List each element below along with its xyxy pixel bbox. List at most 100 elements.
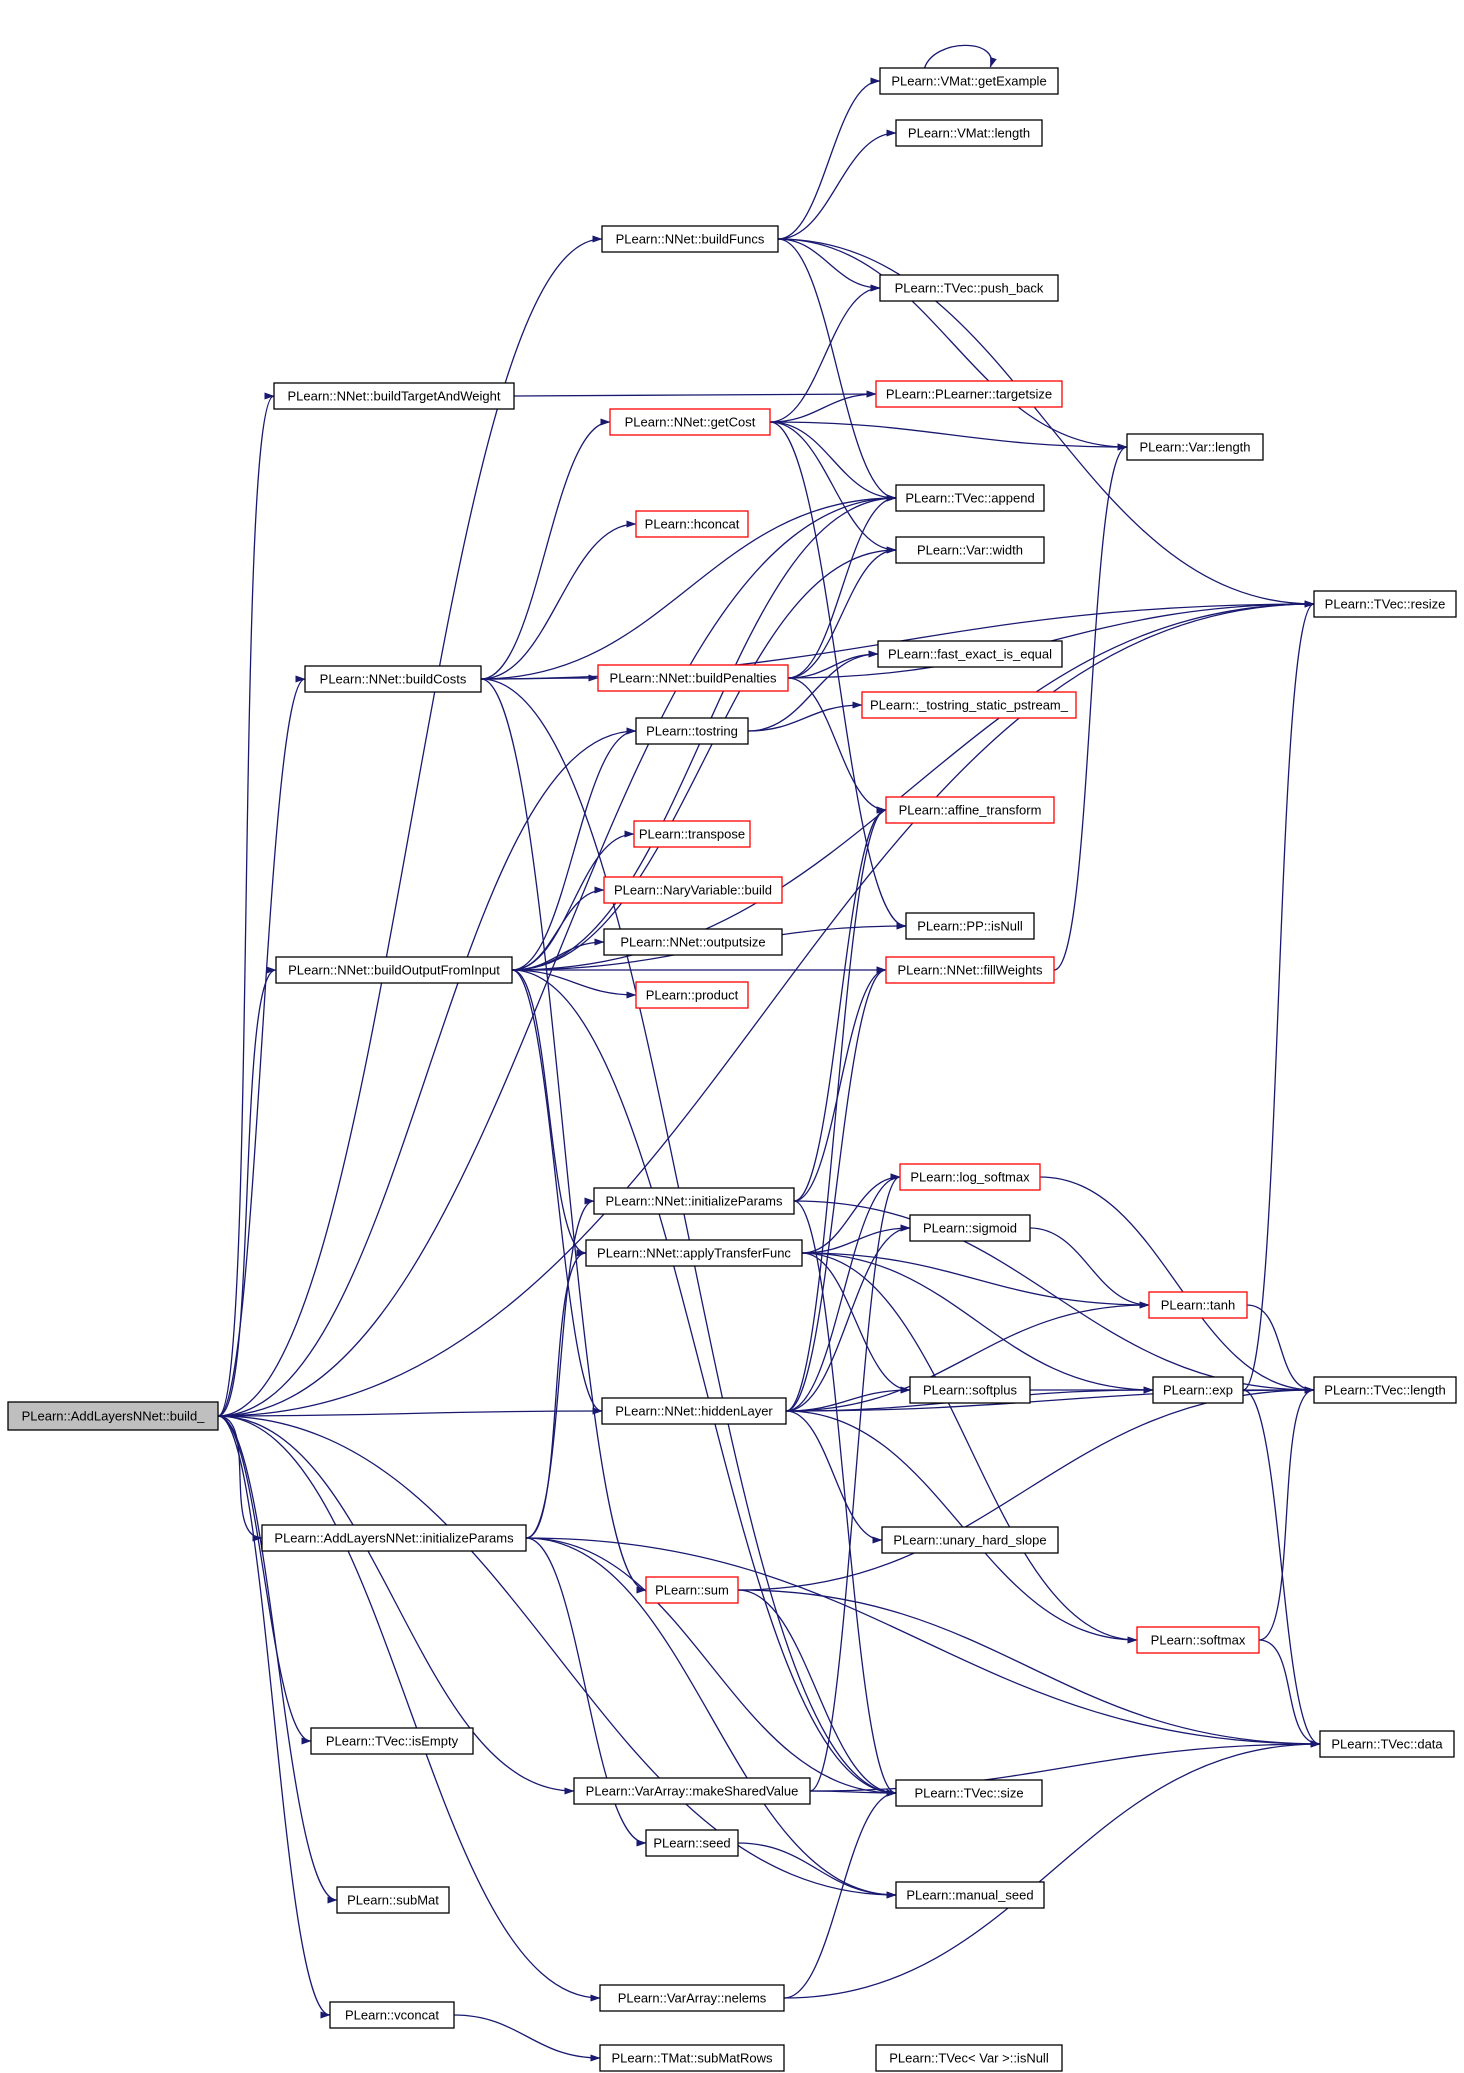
node-outputsize[interactable]: PLearn::NNet::outputsize [603,928,783,956]
node-softplus[interactable]: PLearn::softplus [909,1376,1031,1404]
node-box[interactable] [1136,1626,1260,1654]
node-sum[interactable]: PLearn::sum [645,1576,739,1604]
node-tostringStatic[interactable]: PLearn::_tostring_static_pstream_ [861,691,1077,719]
node-resize[interactable]: PLearn::TVec::resize [1313,590,1457,618]
node-box[interactable] [635,717,749,745]
node-nelems[interactable]: PLearn::VarArray::nelems [599,1984,785,2012]
node-box[interactable] [645,1829,739,1857]
node-tvecData[interactable]: PLearn::TVec::data [1319,1730,1455,1758]
node-sigmoid[interactable]: PLearn::sigmoid [909,1214,1031,1242]
node-logSoftmax[interactable]: PLearn::log_softmax [899,1163,1041,1191]
node-fillWeights[interactable]: PLearn::NNet::fillWeights [885,956,1055,984]
node-targetsize[interactable]: PLearn::PLearner::targetsize [875,380,1063,408]
node-box[interactable] [1313,1376,1457,1404]
node-box[interactable] [609,408,771,436]
node-buildFuncs[interactable]: PLearn::NNet::buildFuncs [601,225,779,253]
node-varWidth[interactable]: PLearn::Var::width [895,536,1045,564]
node-tanh[interactable]: PLearn::tanh [1148,1291,1248,1319]
node-box[interactable] [603,876,783,904]
node-vmatLength[interactable]: PLearn::VMat::length [895,119,1043,147]
node-box[interactable] [7,1401,219,1431]
node-box[interactable] [1152,1376,1244,1404]
node-box[interactable] [895,119,1043,147]
node-nnetInitializeParams[interactable]: PLearn::NNet::initializeParams [593,1187,795,1215]
node-unaryHardSlope[interactable]: PLearn::unary_hard_slope [881,1526,1059,1554]
node-tvecVarIsNull[interactable]: PLearn::TVec< Var >::isNull [875,2044,1063,2072]
node-box[interactable] [1126,433,1264,461]
node-box[interactable] [645,1576,739,1604]
node-box[interactable] [1319,1730,1455,1758]
node-ppIsNull[interactable]: PLearn::PP::isNull [905,912,1035,940]
node-box[interactable] [875,380,1063,408]
node-box[interactable] [599,1984,785,2012]
node-box[interactable] [909,1376,1031,1404]
node-box[interactable] [905,912,1035,940]
node-exp[interactable]: PLearn::exp [1152,1376,1244,1404]
node-box[interactable] [885,956,1055,984]
node-box[interactable] [895,1779,1043,1807]
node-append[interactable]: PLearn::TVec::append [895,484,1045,512]
node-box[interactable] [635,981,749,1009]
node-box[interactable] [861,691,1077,719]
node-pushBack[interactable]: PLearn::TVec::push_back [879,274,1059,302]
node-box[interactable] [273,382,515,410]
node-subMatRows[interactable]: PLearn::TMat::subMatRows [599,2044,785,2072]
node-isEmpty[interactable]: PLearn::TVec::isEmpty [310,1727,474,1755]
node-product[interactable]: PLearn::product [635,981,749,1009]
node-getExample[interactable]: PLearn::VMat::getExample [879,67,1059,95]
node-tostring[interactable]: PLearn::tostring [635,717,749,745]
node-affine[interactable]: PLearn::affine_transform [885,796,1055,824]
node-getCost[interactable]: PLearn::NNet::getCost [609,408,771,436]
node-box[interactable] [310,1727,474,1755]
node-box[interactable] [597,664,789,692]
node-box[interactable] [633,820,751,848]
node-buildPenalties[interactable]: PLearn::NNet::buildPenalties [597,664,789,692]
node-box[interactable] [881,1526,1059,1554]
node-box[interactable] [899,1163,1041,1191]
node-box[interactable] [601,225,779,253]
node-manualSeed[interactable]: PLearn::manual_seed [895,1881,1045,1909]
node-box[interactable] [885,796,1055,824]
node-box[interactable] [875,2044,1063,2072]
node-applyTransferFunc[interactable]: PLearn::NNet::applyTransferFunc [585,1239,803,1267]
node-buildOutputFromInput[interactable]: PLearn::NNet::buildOutputFromInput [275,956,513,984]
node-box[interactable] [895,536,1045,564]
node-hconcat[interactable]: PLearn::hconcat [635,510,749,538]
node-box[interactable] [879,274,1059,302]
node-box[interactable] [275,956,513,984]
node-vconcat[interactable]: PLearn::vconcat [329,2001,455,2029]
node-box[interactable] [573,1777,811,1805]
node-box[interactable] [635,510,749,538]
node-buildCosts[interactable]: PLearn::NNet::buildCosts [304,665,482,693]
node-box[interactable] [599,2044,785,2072]
node-subMat[interactable]: PLearn::subMat [336,1886,450,1914]
node-naryBuild[interactable]: PLearn::NaryVariable::build [603,876,783,904]
node-tvecSize[interactable]: PLearn::TVec::size [895,1779,1043,1807]
node-box[interactable] [1148,1291,1248,1319]
node-makeSharedValue[interactable]: PLearn::VarArray::makeSharedValue [573,1777,811,1805]
node-buildTargetAndWeight[interactable]: PLearn::NNet::buildTargetAndWeight [273,382,515,410]
node-fastExact[interactable]: PLearn::fast_exact_is_equal [877,640,1063,668]
node-addInitializeParams[interactable]: PLearn::AddLayersNNet::initializeParams [261,1524,527,1552]
node-box[interactable] [895,484,1045,512]
node-box[interactable] [909,1214,1031,1242]
node-box[interactable] [585,1239,803,1267]
node-box[interactable] [593,1187,795,1215]
node-transpose[interactable]: PLearn::transpose [633,820,751,848]
node-box[interactable] [1313,590,1457,618]
node-box[interactable] [601,1397,787,1425]
node-seed[interactable]: PLearn::seed [645,1829,739,1857]
node-box[interactable] [603,928,783,956]
node-box[interactable] [336,1886,450,1914]
node-box[interactable] [329,2001,455,2029]
node-root[interactable]: PLearn::AddLayersNNet::build_ [7,1401,219,1431]
node-box[interactable] [261,1524,527,1552]
node-softmax[interactable]: PLearn::softmax [1136,1626,1260,1654]
node-tvecLength[interactable]: PLearn::TVec::length [1313,1376,1457,1404]
node-box[interactable] [895,1881,1045,1909]
node-box[interactable] [877,640,1063,668]
node-box[interactable] [879,67,1059,95]
node-varLength[interactable]: PLearn::Var::length [1126,433,1264,461]
node-box[interactable] [304,665,482,693]
node-hiddenLayer[interactable]: PLearn::NNet::hiddenLayer [601,1397,787,1425]
